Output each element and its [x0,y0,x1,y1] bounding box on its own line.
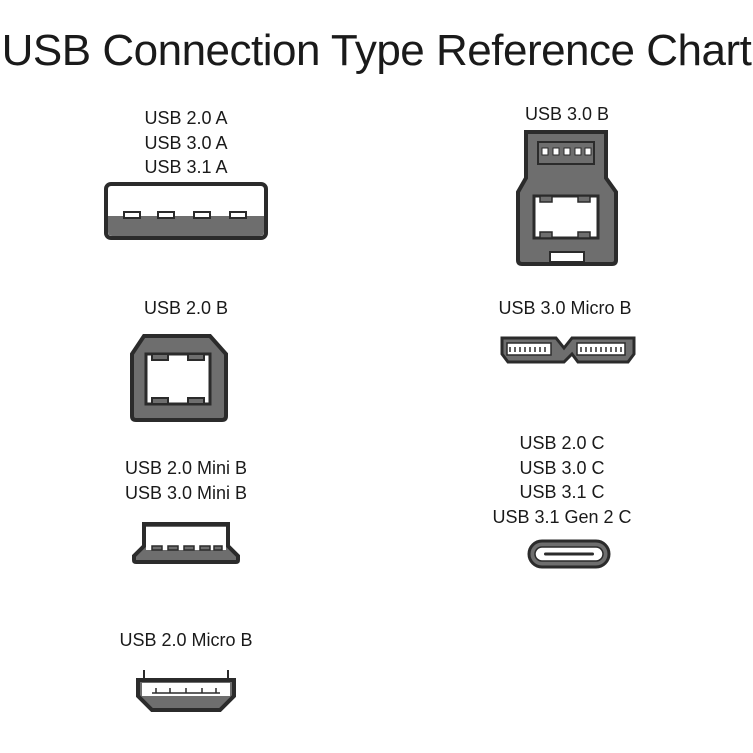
usb-c-label-line: USB 3.1 Gen 2 C [492,506,632,527]
chart-title: USB Connection Type Reference Chart [1,26,752,75]
mini-b-label-line: USB 3.0 Mini B [124,482,248,503]
usb-a-label-line: USB 3.1 A [144,157,228,177]
usb-b-icon [130,334,228,422]
usb-3-micro-b-label: USB 3.0 Micro B [465,296,665,321]
usb-mini-b-icon [132,522,240,564]
mini-b-label: USB 2.0 Mini B USB 3.0 Mini B [86,456,286,505]
usb-a-label-line: USB 2.0 A [144,108,228,128]
micro-b-label: USB 2.0 Micro B [86,628,286,653]
usb-3-micro-b-icon [500,336,636,364]
usb-c-label-line: USB 3.0 C [519,457,605,478]
usb-3-b-label: USB 3.0 B [467,102,667,127]
usb-3-b-icon [516,130,618,266]
usb-c-icon [527,539,611,569]
usb-b-label-line: USB 2.0 B [143,298,229,318]
usb-3-b-label-line: USB 3.0 B [524,104,610,124]
usb-micro-b-icon [136,670,236,712]
usb-c-label: USB 2.0 C USB 3.0 C USB 3.1 C USB 3.1 Ge… [462,431,662,529]
mini-b-label-line: USB 2.0 Mini B [124,458,248,478]
micro-b-label-line: USB 2.0 Micro B [119,630,253,650]
usb-b-label: USB 2.0 B [86,296,286,321]
usb-a-label-line: USB 3.0 A [144,132,228,153]
usb-3-micro-b-label-line: USB 3.0 Micro B [498,298,632,318]
usb-c-label-line: USB 3.1 C [519,482,605,502]
usb-a-icon [104,182,268,240]
usb-a-label: USB 2.0 A USB 3.0 A USB 3.1 A [86,106,286,180]
usb-c-label-line: USB 2.0 C [519,433,605,453]
